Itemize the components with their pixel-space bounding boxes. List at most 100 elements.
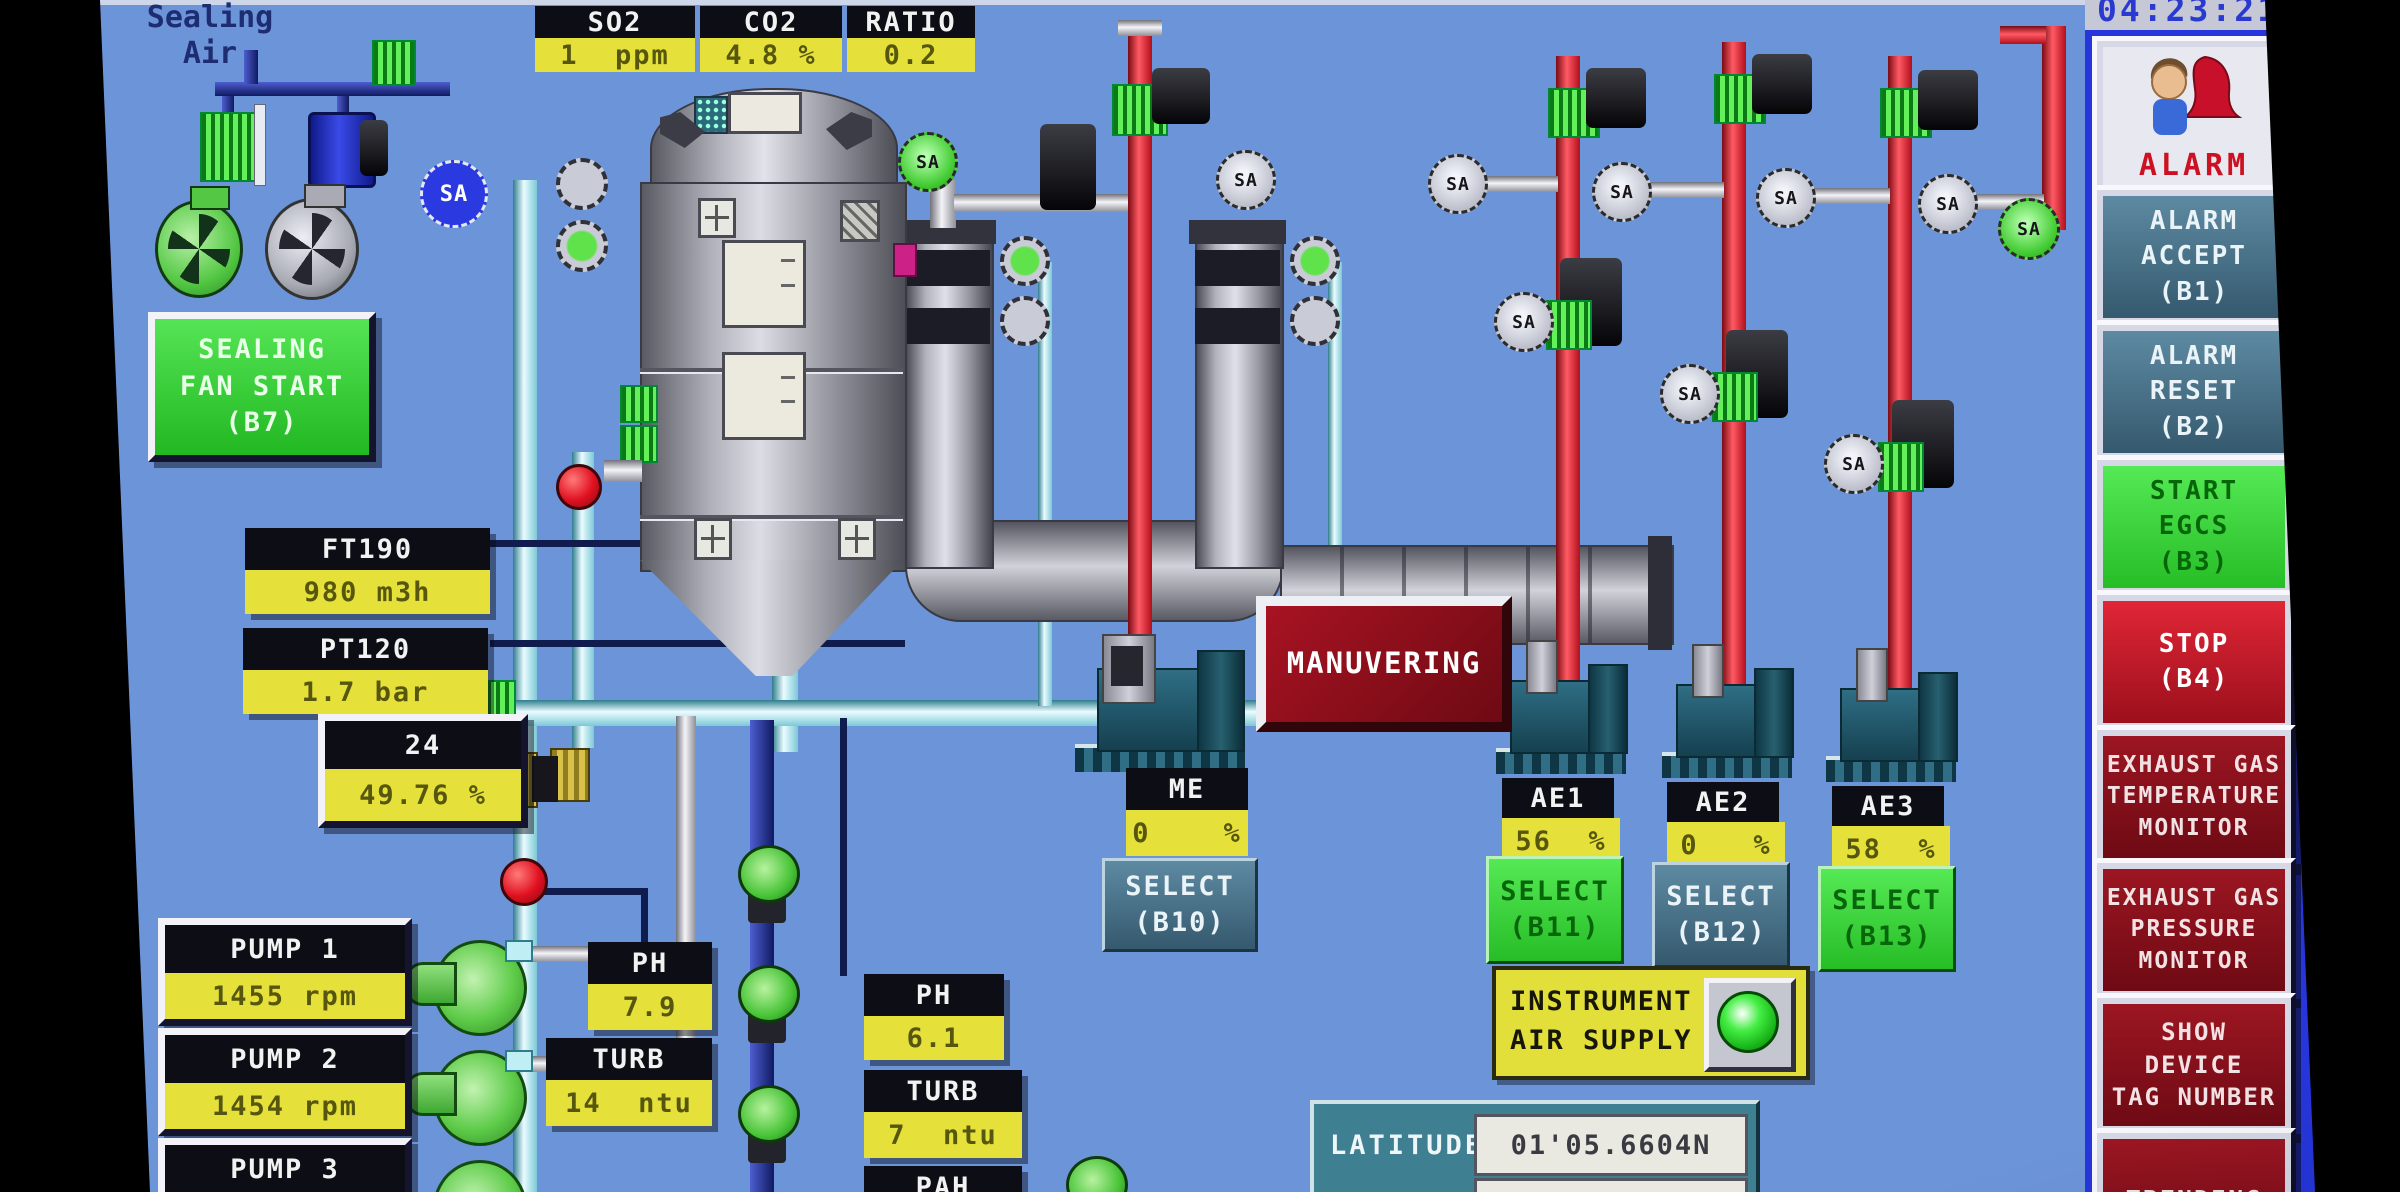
leg2-band	[1195, 308, 1280, 344]
ratio-tag: RATIO 0.2	[847, 6, 975, 72]
sa-connector	[1812, 188, 1890, 204]
ae3-tag: AE3 58 %	[1832, 786, 1950, 872]
ft190-tag: FT190 980 m3h	[245, 528, 490, 614]
scrubber-marker	[893, 243, 917, 277]
pump1-icon	[405, 932, 533, 1037]
ae2-valve-actuator	[1752, 54, 1812, 114]
alarm-person-bell-icon	[2150, 55, 2243, 135]
select-ae3-button[interactable]: SELECT (B13)	[1818, 866, 1956, 972]
ae1-valve-actuator	[1586, 68, 1646, 128]
so2-value: 1 ppm	[535, 38, 695, 72]
scrubber-top-hatch	[728, 92, 802, 134]
sa-indicator: SA	[1494, 292, 1554, 352]
alarm-indicator-panel: ALARM	[2092, 36, 2296, 196]
instrument-air-lamp	[1717, 991, 1779, 1053]
fan2-outlet	[304, 184, 346, 208]
ph2-value: 6.1	[864, 1016, 1004, 1060]
manuvering-sign: MANUVERING	[1256, 596, 1512, 732]
washwater-pipe-vertical	[513, 180, 537, 1192]
pt120-line	[490, 640, 905, 647]
alarm-reset-label: ALARM RESET (B2)	[2103, 331, 2285, 453]
sa-connector	[1648, 182, 1724, 198]
select-ae1-button[interactable]: SELECT (B11)	[1486, 856, 1624, 964]
sealing-air-pipe-stub	[244, 50, 258, 84]
position-panel: LATITUDE : 01'05.6604N LONGITUDE 102'52.…	[1310, 1100, 1760, 1192]
trending-label: TRENDING	[2103, 1139, 2285, 1192]
dosing-valve-4	[1066, 1156, 1128, 1192]
nozzle-ring-green	[1290, 236, 1340, 286]
pah-label: PAH	[864, 1166, 1022, 1192]
sa-indicator: SA	[1918, 174, 1978, 234]
trending-button[interactable]: TRENDING	[2092, 1128, 2296, 1192]
ph1-line	[528, 888, 648, 895]
leg1-band	[905, 250, 990, 286]
sa-indicator: SA	[1592, 162, 1652, 222]
valve-tee	[360, 120, 388, 176]
turb2-tag: TURB 7 ntu	[864, 1070, 1022, 1158]
sealing-valve-green	[200, 112, 258, 182]
sa-connector	[1484, 176, 1558, 192]
co2-value: 4.8 %	[700, 38, 842, 72]
sealing-fan-indicator	[372, 40, 416, 86]
show-device-tag-button[interactable]: SHOW DEVICE TAG NUMBER	[2092, 993, 2296, 1137]
pump1-tag: PUMP 1 1455 rpm	[158, 918, 412, 1026]
stop-button[interactable]: STOP (B4)	[2092, 590, 2296, 734]
ae3-bypass-valve	[1878, 442, 1924, 492]
co2-tag: CO2 4.8 %	[700, 6, 842, 72]
overflow-pipe	[572, 452, 594, 748]
nozzle-ring-green	[1000, 236, 1050, 286]
me-tag: ME 0 %	[1126, 768, 1248, 856]
exhaust-pressure-monitor-button[interactable]: EXHAUST GAS PRESSURE MONITOR	[2092, 858, 2296, 1002]
longitude-value: 102'52.2642E	[1474, 1178, 1748, 1192]
ph1-tag: PH 7.9	[588, 942, 712, 1030]
co2-label: CO2	[700, 6, 842, 38]
ft190-value: 980 m3h	[245, 570, 490, 614]
select-me-button[interactable]: SELECT (B10)	[1102, 858, 1258, 952]
select-ae2-button[interactable]: SELECT (B12)	[1652, 862, 1790, 968]
alarm-reset-button[interactable]: ALARM RESET (B2)	[2092, 320, 2296, 464]
ae2-tag: AE2 0 %	[1667, 782, 1785, 868]
sealing-air-title: Sealing Air	[146, 0, 274, 71]
show-device-tag-label: SHOW DEVICE TAG NUMBER	[2103, 1004, 2285, 1126]
sa-indicator: SA	[1824, 434, 1884, 494]
start-egcs-label: START EGCS (B3)	[2103, 466, 2285, 588]
me-pipe-cap	[1118, 20, 1162, 36]
turb1-tag: TURB 14 ntu	[546, 1038, 712, 1126]
scrubber-panel-1	[722, 240, 806, 328]
scrubber-seam	[640, 515, 903, 519]
dosing-valve-1	[738, 845, 800, 925]
turb1-value: 14 ntu	[546, 1080, 712, 1126]
ae1-engine	[1496, 640, 1628, 774]
me-valve-actuator	[1152, 68, 1210, 124]
monitor-bezel-left	[0, 0, 150, 1192]
sealing-fan-start-label: SEALING FAN START (B7)	[155, 319, 369, 455]
sealing-fan-start-button[interactable]: SEALING FAN START (B7)	[148, 312, 376, 462]
duct-flange	[1648, 536, 1672, 650]
pump3-label: PUMP 3	[165, 1145, 405, 1192]
valve24-value: 49.76 %	[325, 769, 521, 821]
sidebar: ALARM ALARM ACCEPT (B1) ALARM RESET (B2)…	[2085, 30, 2332, 1192]
ae1-label: AE1	[1502, 778, 1614, 818]
alarm-accept-label: ALARM ACCEPT (B1)	[2103, 196, 2285, 318]
pump3-tag: PUMP 3	[158, 1138, 412, 1192]
pump2-value: 1454 rpm	[165, 1083, 405, 1129]
pipe-stub	[337, 96, 349, 116]
start-egcs-button[interactable]: START EGCS (B3)	[2092, 455, 2296, 599]
sa-indicator-green: SA	[1998, 198, 2060, 260]
nozzle-ring	[1000, 296, 1050, 346]
sa-indicator: SA	[1428, 154, 1488, 214]
pump2-tag: PUMP 2 1454 rpm	[158, 1028, 412, 1136]
ratio-value: 0.2	[847, 38, 975, 72]
exhaust-temp-monitor-button[interactable]: EXHAUST GAS TEMPERATURE MONITOR	[2092, 725, 2296, 869]
manuvering-label: MANUVERING	[1286, 646, 1482, 681]
alarm-accept-button[interactable]: ALARM ACCEPT (B1)	[2092, 185, 2296, 329]
ae2-value: 0 %	[1667, 822, 1785, 868]
junction-dot	[500, 858, 548, 906]
ae1-tag: AE1 56 %	[1502, 778, 1620, 864]
nozzle-ring	[556, 158, 608, 210]
valve-flange	[254, 104, 266, 186]
pump1-value: 1455 rpm	[165, 973, 405, 1019]
sa-indicator: SA	[1756, 168, 1816, 228]
